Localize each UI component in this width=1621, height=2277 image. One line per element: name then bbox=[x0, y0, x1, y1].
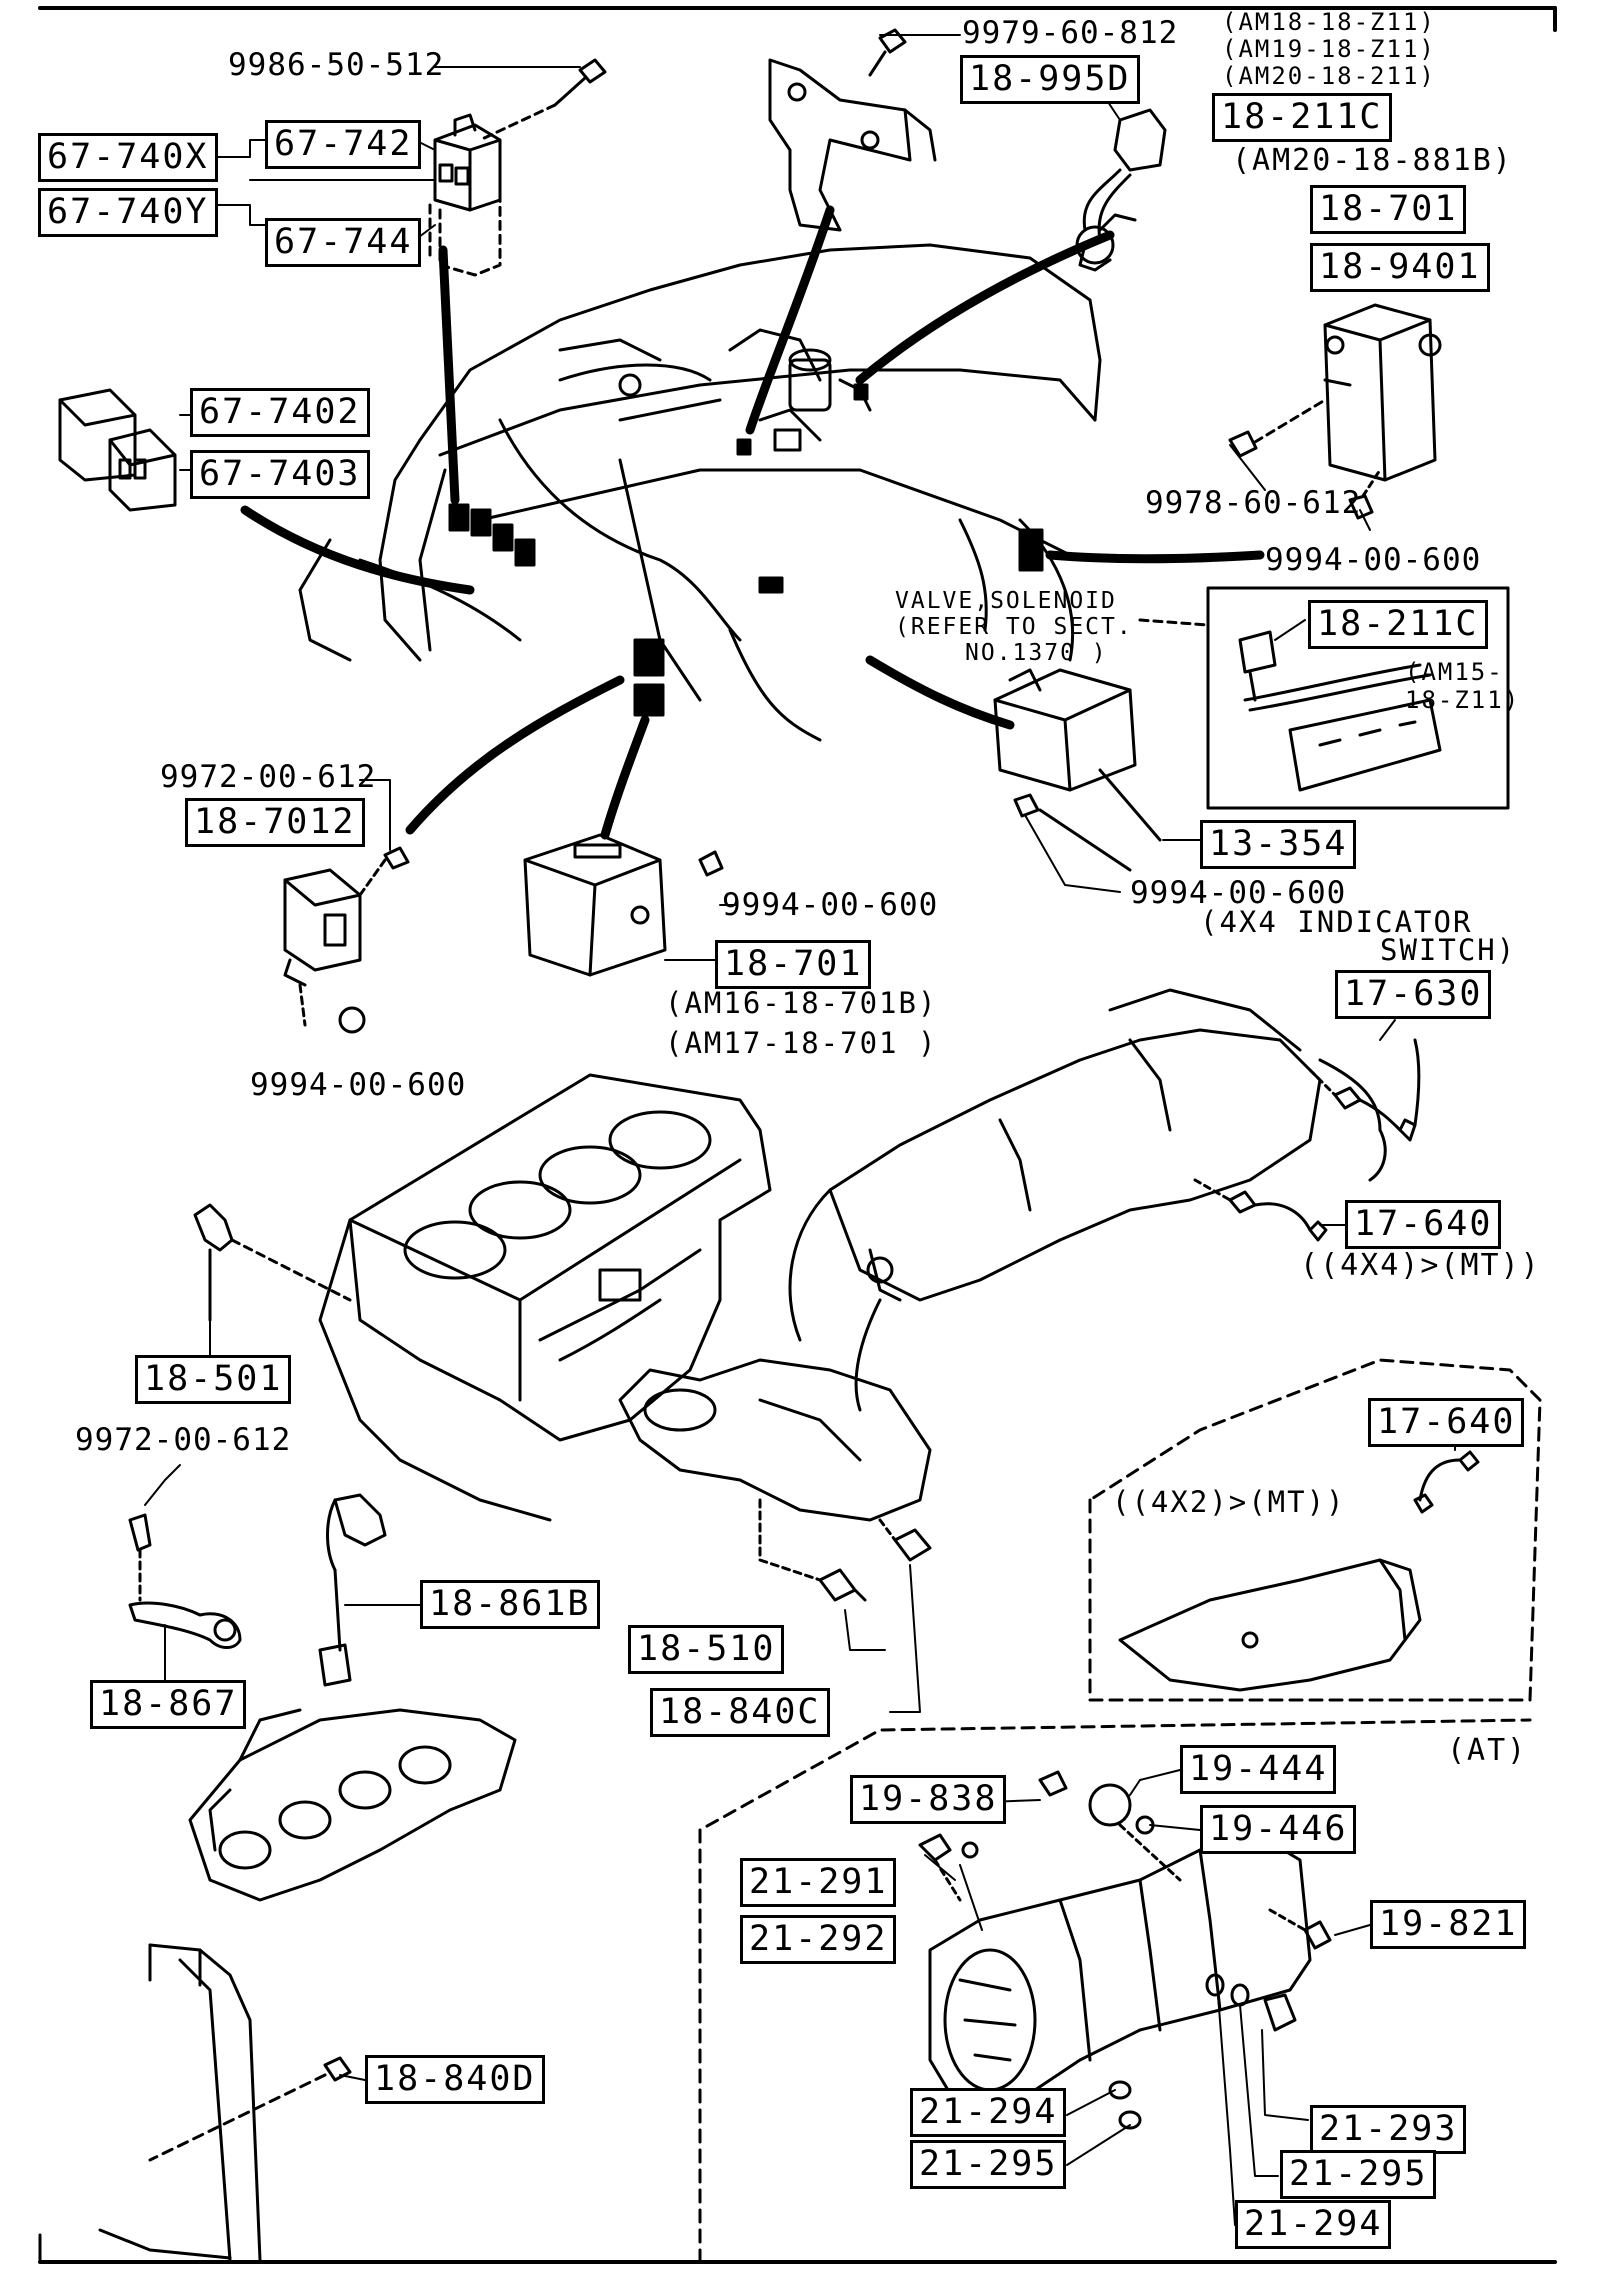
part-18-501[interactable]: 18-501 bbox=[135, 1355, 292, 1404]
note-am15-line-1: (AM15- bbox=[1405, 658, 1504, 686]
am-code-2: (AM19-18-Z11) bbox=[1222, 35, 1436, 63]
part-21-294-a[interactable]: 21-294 bbox=[910, 2088, 1067, 2137]
sensor-18-501-drawing bbox=[193, 1203, 352, 1322]
part-18-840C[interactable]: 18-840C bbox=[650, 1688, 830, 1737]
note-mt-4x4: ((4X4)>(MT)) bbox=[1300, 1248, 1541, 1283]
part-18-701-top[interactable]: 18-701 bbox=[1310, 185, 1467, 234]
callout-9986-50-512: 9986-50-512 bbox=[228, 47, 445, 83]
solenoid-valve-drawing bbox=[993, 668, 1162, 872]
note-am17: (AM17-18-701 ) bbox=[665, 1026, 938, 1060]
note-valve-line-1: VALVE,SOLENOID bbox=[895, 588, 1117, 614]
part-19-838[interactable]: 19-838 bbox=[850, 1775, 1007, 1824]
leader-lines bbox=[144, 34, 1456, 2226]
sensor-17-630-drawing bbox=[1308, 1038, 1421, 1142]
inset-18-211C bbox=[1138, 586, 1510, 810]
note-am16: (AM16-18-701B) bbox=[665, 986, 938, 1020]
part-67-744[interactable]: 67-744 bbox=[265, 218, 422, 267]
cowl-panel-drawing bbox=[298, 243, 1102, 742]
callout-9994-00-600-d: 9994-00-600 bbox=[250, 1067, 467, 1103]
sensor-18-840C-drawing bbox=[878, 1518, 932, 1562]
am-code-1: (AM18-18-Z11) bbox=[1222, 8, 1436, 36]
callout-9972-00-612-b: 9972-00-612 bbox=[75, 1422, 292, 1458]
part-18-7012[interactable]: 18-7012 bbox=[185, 798, 365, 847]
callout-9979-60-812: 9979-60-812 bbox=[962, 15, 1179, 51]
tailhousing-4x2-drawing bbox=[1118, 1450, 1480, 1692]
note-valve-line-2: (REFER TO SECT. bbox=[895, 614, 1133, 640]
part-18-867[interactable]: 18-867 bbox=[90, 1680, 247, 1729]
dashed-region-at bbox=[698, 1718, 1532, 2264]
oxygen-sensor-drawing bbox=[318, 1493, 387, 1687]
bolt-9986-drawing bbox=[478, 58, 607, 142]
part-17-640-a[interactable]: 17-640 bbox=[1345, 1200, 1502, 1249]
part-21-293[interactable]: 21-293 bbox=[1310, 2105, 1467, 2154]
part-19-446[interactable]: 19-446 bbox=[1200, 1805, 1357, 1854]
part-18-840D[interactable]: 18-840D bbox=[365, 2055, 545, 2104]
sensor-17-640-drawing bbox=[1193, 1178, 1328, 1242]
callout-9994-00-600-a: 9994-00-600 bbox=[1265, 542, 1482, 578]
part-18-861B[interactable]: 18-861B bbox=[420, 1580, 600, 1629]
exhaust-manifold-drawing bbox=[188, 1708, 517, 1902]
harness-lines bbox=[240, 205, 1265, 840]
part-67-742[interactable]: 67-742 bbox=[265, 120, 422, 169]
radiator-drawing bbox=[98, 1943, 352, 2262]
harness-18-211C-drawing bbox=[1075, 108, 1167, 272]
part-13-354[interactable]: 13-354 bbox=[1200, 820, 1357, 869]
part-21-295-b[interactable]: 21-295 bbox=[1280, 2150, 1437, 2199]
part-18-9401[interactable]: 18-9401 bbox=[1310, 243, 1490, 292]
control-unit-18-701-drawing bbox=[523, 833, 724, 977]
part-21-292[interactable]: 21-292 bbox=[740, 1915, 897, 1964]
dashed-region-4x2 bbox=[1088, 1358, 1542, 1702]
note-am15-line-2: 18-Z11) bbox=[1405, 686, 1521, 714]
note-indicator-line-2: SWITCH) bbox=[1380, 933, 1517, 967]
sensor-18-510-drawing bbox=[758, 1498, 867, 1602]
note-mt-4x2: ((4X2)>(MT)) bbox=[1112, 1485, 1346, 1519]
callout-9972-00-612-a: 9972-00-612 bbox=[160, 759, 377, 795]
part-21-294-b[interactable]: 21-294 bbox=[1235, 2200, 1392, 2249]
part-18-510[interactable]: 18-510 bbox=[628, 1625, 785, 1674]
relay-67-7402-drawing bbox=[58, 388, 177, 512]
callout-9994-00-600-c: 9994-00-600 bbox=[1130, 875, 1347, 911]
note-indicator-line-1: (4X4 INDICATOR bbox=[1200, 905, 1473, 939]
part-17-630[interactable]: 17-630 bbox=[1335, 970, 1492, 1019]
am-code-3: (AM20-18-211) bbox=[1222, 62, 1436, 90]
part-18-995D[interactable]: 18-995D bbox=[960, 55, 1140, 104]
part-67-740Y[interactable]: 67-740Y bbox=[38, 188, 218, 237]
transmission-drawing bbox=[618, 988, 1387, 1522]
note-am20-881b: (AM20-18-881B) bbox=[1232, 143, 1513, 178]
bracket-18-867-drawing bbox=[128, 1513, 242, 1649]
note-valve-line-3: NO.1370 ) bbox=[965, 640, 1108, 666]
part-67-7403[interactable]: 67-7403 bbox=[190, 450, 370, 499]
sensor-18-7012-drawing bbox=[283, 846, 410, 1034]
relay-67-740-drawing bbox=[428, 113, 502, 277]
note-indicator-switch: (4X4 INDICATOR SWITCH) bbox=[1200, 905, 1517, 967]
part-19-444[interactable]: 19-444 bbox=[1180, 1745, 1337, 1794]
part-18-211C-inset[interactable]: 18-211C bbox=[1308, 600, 1488, 649]
part-67-740X[interactable]: 67-740X bbox=[38, 133, 218, 182]
note-am15: (AM15- 18-Z11) bbox=[1405, 658, 1520, 714]
note-at: (AT) bbox=[1447, 1733, 1528, 1768]
part-17-640-b[interactable]: 17-640 bbox=[1368, 1398, 1525, 1447]
part-18-701-mid[interactable]: 18-701 bbox=[715, 940, 872, 989]
engine-block-drawing bbox=[318, 1073, 772, 1522]
bracket-18-995D-drawing bbox=[768, 28, 937, 232]
part-21-295-a[interactable]: 21-295 bbox=[910, 2140, 1067, 2189]
part-67-7402[interactable]: 67-7402 bbox=[190, 388, 370, 437]
part-19-821[interactable]: 19-821 bbox=[1370, 1900, 1527, 1949]
callout-9994-00-600-b: 9994-00-600 bbox=[722, 887, 939, 923]
connector-blocks bbox=[448, 383, 1044, 717]
module-18-9401-drawing bbox=[1228, 303, 1442, 520]
part-18-211C-top[interactable]: 18-211C bbox=[1212, 93, 1392, 142]
note-valve-solenoid: VALVE,SOLENOID (REFER TO SECT. NO.1370 ) bbox=[895, 588, 1133, 666]
frame-lines bbox=[38, 6, 1557, 2264]
part-21-291[interactable]: 21-291 bbox=[740, 1858, 897, 1907]
callout-9978-60-612: 9978-60-612 bbox=[1145, 485, 1362, 521]
